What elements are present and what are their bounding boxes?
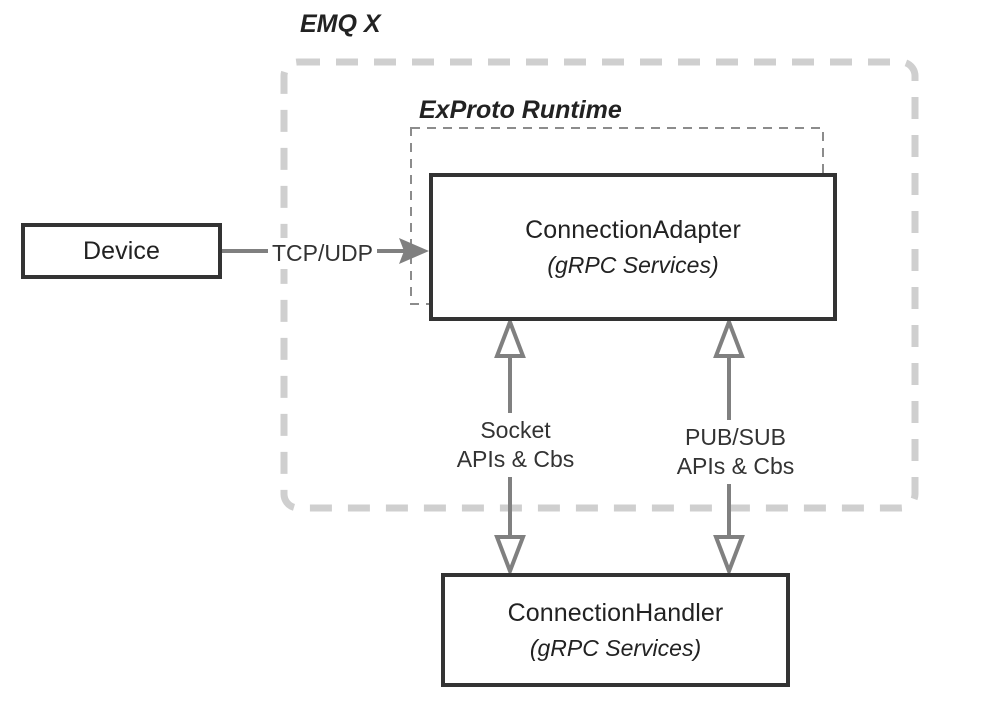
node-connection-handler[interactable]: ConnectionHandler (gRPC Services) [441,573,790,687]
edge-label-socket-apis-line1: Socket [480,417,551,443]
node-device[interactable]: Device [21,223,222,279]
edge-label-tcp-udp: TCP/UDP [268,238,377,269]
edge-label-pubsub-apis-line2: APIs & Cbs [676,452,795,479]
node-connection-adapter-title: ConnectionAdapter [525,215,741,244]
arrowhead-pubsub-up [713,316,745,358]
arrowhead-pubsub-down [713,535,745,577]
node-connection-adapter-subtitle: (gRPC Services) [547,252,719,279]
node-connection-adapter[interactable]: ConnectionAdapter (gRPC Services) [429,173,837,321]
zone-label-emqx: EMQ X [300,10,381,38]
node-connection-handler-title: ConnectionHandler [507,598,724,627]
node-connection-handler-subtitle: (gRPC Services) [529,635,702,662]
edge-label-socket-apis-line2: APIs & Cbs [456,445,575,472]
edge-label-pubsub-apis: PUB/SUB APIs & Cbs [662,420,809,484]
zone-label-exproto: ExProto Runtime [419,96,622,124]
edge-label-pubsub-apis-line1: PUB/SUB [685,424,786,450]
edge-label-socket-apis: Socket APIs & Cbs [447,413,584,477]
arrowhead-socket-down [494,535,526,577]
arrowhead-device-adapter [399,238,429,264]
node-device-title: Device [82,236,161,265]
arrowhead-socket-up [494,316,526,358]
